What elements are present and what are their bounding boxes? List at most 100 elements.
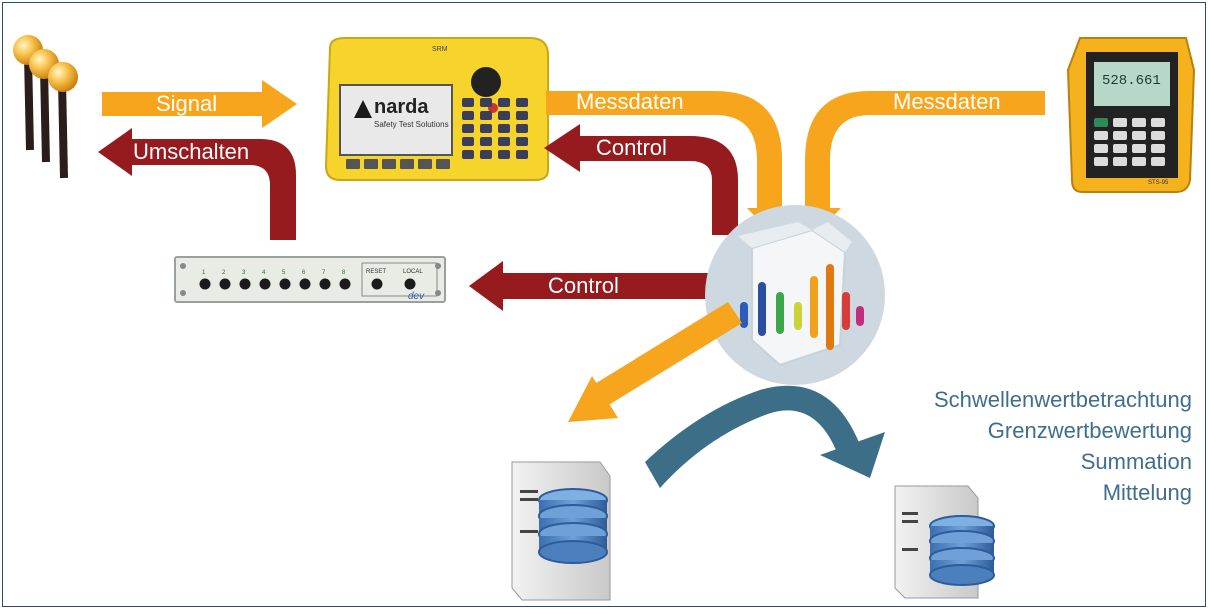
srm-keypad (462, 98, 528, 159)
srm-key (516, 124, 528, 133)
evaluation-arrow (645, 385, 885, 488)
narda-logo-text: narda (374, 96, 429, 118)
srm-key (462, 111, 474, 120)
hub-bar (842, 292, 850, 330)
server-database-right-icon (894, 485, 995, 599)
signal-label: Signal (156, 91, 218, 116)
analysis-item: Mittelung (1102, 480, 1192, 505)
srm-softkey (436, 159, 450, 169)
switch-local-button (404, 278, 416, 290)
switch-channel-button (319, 278, 331, 290)
srm-key (462, 150, 474, 159)
switch-channel-button (199, 278, 211, 290)
signal-arrow (102, 80, 297, 128)
hub-bar (776, 292, 784, 334)
srm-key (480, 150, 492, 159)
switch-channel-button (239, 278, 251, 290)
srm-key (462, 98, 474, 107)
switch-channel-number: 5 (282, 270, 286, 276)
control-top-label: Control (596, 135, 667, 160)
umschalten-arrow (98, 128, 296, 240)
software-hub (705, 205, 885, 385)
narda-tagline: Safety Test Solutions (374, 120, 449, 129)
field-probes-icon (13, 35, 78, 179)
srm-key (498, 137, 510, 146)
messdaten-left-label: Messdaten (576, 89, 684, 114)
switch-channel-number: 4 (262, 270, 266, 276)
srm-softkey (400, 159, 414, 169)
hub-bar (740, 302, 748, 328)
srm-softkey (346, 159, 360, 169)
handheld-key (1132, 157, 1146, 166)
analysis-item: Summation (1080, 449, 1192, 474)
messdaten-arrow-diagonal (568, 302, 742, 422)
dev-switch-panel (174, 256, 446, 303)
handheld-key (1113, 144, 1127, 153)
srm-softkey (364, 159, 378, 169)
switch-maker-logo: dev (408, 291, 425, 302)
switch-channel-number: 2 (222, 270, 226, 276)
messdaten-right-label: Messdaten (893, 89, 1001, 114)
narda-srm-device (324, 37, 549, 181)
handheld-model: STS-95 (1148, 180, 1169, 186)
handheld-key (1151, 144, 1165, 153)
srm-key (480, 111, 492, 120)
umschalten-label: Umschalten (133, 139, 250, 164)
hub-bar (758, 282, 766, 336)
switch-channel-number: 6 (302, 270, 306, 276)
srm-key (516, 150, 528, 159)
srm-key (516, 111, 528, 120)
hub-bar (794, 302, 802, 330)
handheld-key (1132, 131, 1146, 140)
srm-key (462, 124, 474, 133)
switch-buttons: 1 2 3 4 5 6 7 8 (199, 270, 416, 290)
handheld-key (1132, 118, 1146, 127)
control-mid-label: Control (548, 273, 619, 298)
srm-key (498, 111, 510, 120)
srm-key (480, 137, 492, 146)
handheld-key (1132, 144, 1146, 153)
analysis-item: Grenzwertbewertung (987, 418, 1192, 443)
switch-channel-button (279, 278, 291, 290)
switch-channel-button (299, 278, 311, 290)
srm-screen: narda Safety Test Solutions (344, 90, 449, 150)
switch-local-label: LOCAL (403, 269, 423, 275)
handheld-key (1094, 144, 1108, 153)
switch-reset-button (371, 278, 383, 290)
handheld-meter-device: 528.661 STS-95 (1066, 37, 1196, 193)
srm-key (516, 137, 528, 146)
srm-key (480, 98, 492, 107)
switch-channel-number: 8 (342, 270, 346, 276)
srm-key (462, 137, 474, 146)
analysis-item: Schwellenwertbetrachtung (933, 387, 1192, 412)
srm-key (480, 124, 492, 133)
srm-softkey (418, 159, 432, 169)
srm-key (516, 98, 528, 107)
handheld-key (1151, 131, 1165, 140)
narda-logo-icon (354, 100, 372, 118)
control-arrow-mid (469, 261, 710, 311)
analysis-functions-list: Schwellenwertbetrachtung Grenzwertbewert… (934, 384, 1192, 508)
switch-channel-button (339, 278, 351, 290)
handheld-key (1113, 131, 1127, 140)
hub-bar (826, 264, 834, 350)
switch-channel-button (219, 278, 231, 290)
switch-channel-number: 3 (242, 270, 246, 276)
srm-softkey (382, 159, 396, 169)
switch-channel-button (259, 278, 271, 290)
handheld-key (1151, 118, 1165, 127)
server-database-left-icon (511, 461, 611, 601)
control-arrow-top (544, 124, 738, 235)
switch-channel-number: 7 (322, 270, 326, 276)
handheld-reading: 528.661 (1102, 73, 1161, 89)
srm-key (498, 150, 510, 159)
switch-channel-number: 1 (202, 270, 206, 276)
handheld-key (1094, 131, 1108, 140)
srm-model-label: SRM (432, 46, 448, 53)
hub-color-bars (740, 264, 864, 350)
srm-key (498, 124, 510, 133)
handheld-key (1113, 157, 1127, 166)
handheld-key (1094, 157, 1108, 166)
